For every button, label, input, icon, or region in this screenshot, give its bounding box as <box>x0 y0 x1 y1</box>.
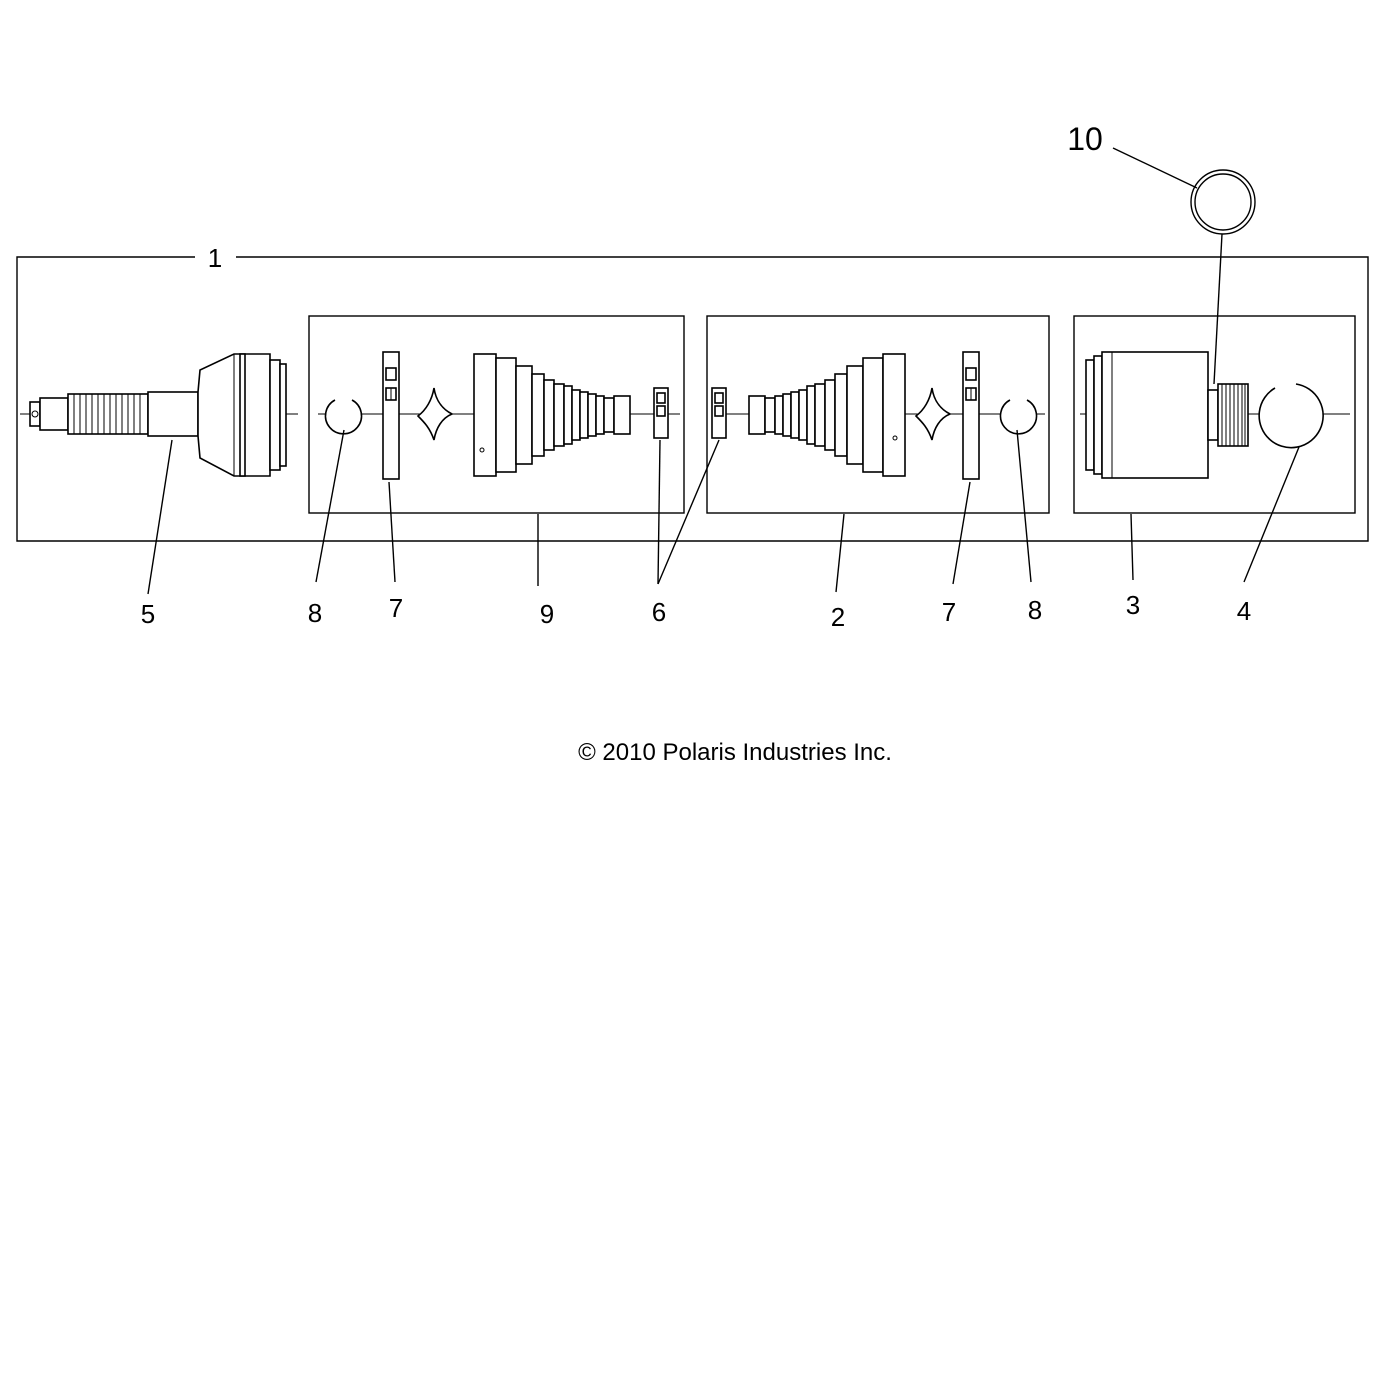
callout-8-right: 8 <box>1028 595 1042 625</box>
outer-cv-joint <box>29 353 287 477</box>
callout-2: 2 <box>831 602 845 632</box>
boot-clamp-small-left <box>653 387 669 439</box>
boot-kit-box-inner <box>706 315 1050 514</box>
callout-3: 3 <box>1126 590 1140 620</box>
snap-ring-right <box>999 399 1038 435</box>
cv-boot-outer <box>473 353 631 477</box>
callout-1: 1 <box>208 243 222 273</box>
callout-5: 5 <box>141 599 155 629</box>
retaining-ring <box>1258 383 1324 449</box>
boot-clamp-large-right <box>962 351 980 480</box>
callout-4: 4 <box>1237 596 1251 626</box>
boot-kit-box-outer <box>308 315 685 514</box>
snap-ring-left <box>324 399 363 435</box>
callout-labels: 1 10 5 8 7 9 6 2 7 8 3 4 <box>141 121 1251 632</box>
boot-clamp-large-left <box>382 351 400 480</box>
cv-boot-inner <box>748 353 906 477</box>
o-ring <box>1190 169 1256 235</box>
callout-7-right: 7 <box>942 597 956 627</box>
copyright-notice: © 2010 Polaris Industries Inc. <box>578 739 892 766</box>
leader-lines <box>147 147 1300 595</box>
grease-packet-right <box>914 387 952 441</box>
callout-8-left: 8 <box>308 598 322 628</box>
callout-9: 9 <box>540 599 554 629</box>
grease-packet-left <box>416 387 454 441</box>
callout-7-left: 7 <box>389 593 403 623</box>
inner-joint-housing <box>1085 351 1249 479</box>
assembly-frame <box>16 256 1369 542</box>
inner-joint-box <box>1073 315 1356 514</box>
callout-6: 6 <box>652 597 666 627</box>
boot-clamp-small-right <box>711 387 727 439</box>
callout-10: 10 <box>1067 121 1103 157</box>
